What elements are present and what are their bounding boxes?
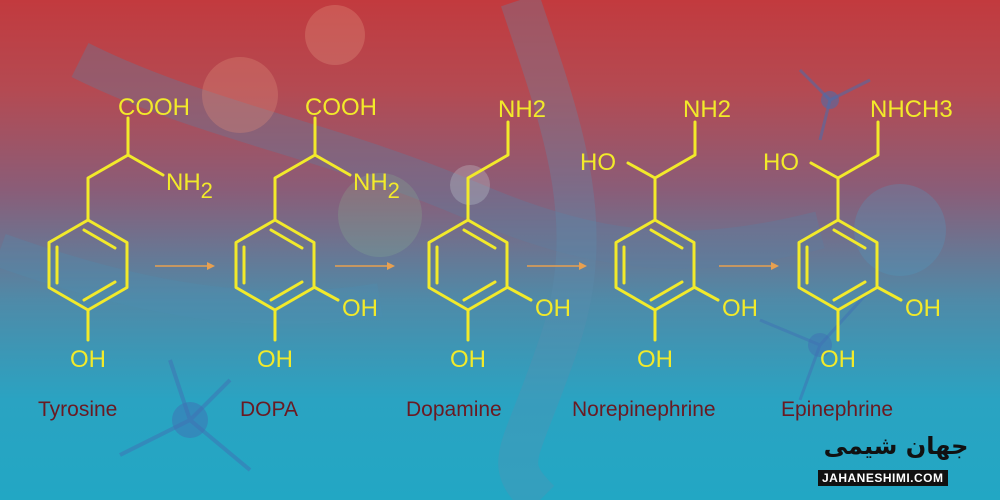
neuron-icon [119, 68, 872, 472]
reaction-arrow [335, 262, 395, 270]
logo-persian-text: جهان شیمی [823, 432, 969, 460]
tyrosine-oh-label: OH [70, 346, 106, 373]
norepinephrine-structure: NH2 HO OH OH [580, 96, 758, 373]
epinephrine-ho-label: HO [763, 149, 799, 176]
epinephrine-name: Epinephrine [781, 398, 894, 421]
dopa-name: DOPA [240, 398, 298, 421]
reaction-arrow [527, 262, 587, 270]
logo-latin-text: JAHANESHIMI.COM [818, 470, 948, 486]
tyrosine-structure: COOH NH2 OH [47, 94, 213, 373]
dopamine-oh-bottom-label: OH [450, 346, 486, 373]
dopa-oh-right-label: OH [342, 295, 378, 322]
tyrosine-name: Tyrosine [38, 398, 118, 421]
tyrosine-nh2-label: NH2 [166, 169, 213, 203]
epinephrine-oh-right-label: OH [905, 295, 941, 322]
dopa-structure: COOH NH2 OH OH [234, 94, 400, 373]
norepinephrine-oh-right-label: OH [722, 295, 758, 322]
norepinephrine-nh2-label: NH2 [683, 96, 731, 123]
reaction-arrow [719, 262, 779, 270]
dopa-nh2-label: NH2 [353, 169, 400, 203]
dopamine-nh2-label: NH2 [498, 96, 546, 123]
norepinephrine-oh-bottom-label: OH [637, 346, 673, 373]
epinephrine-nhch3-label: NHCH3 [870, 96, 953, 123]
reaction-arrow [155, 262, 215, 270]
epinephrine-structure: NHCH3 HO OH OH [763, 96, 953, 373]
dopamine-name: Dopamine [406, 398, 502, 421]
dopamine-structure: NH2 OH OH [427, 96, 571, 373]
norepinephrine-name: Norepinephrine [572, 398, 716, 421]
dopa-oh-bottom-label: OH [257, 346, 293, 373]
dopa-cooh-label: COOH [305, 94, 377, 121]
site-logo: جهان شیمی JAHANESHIMI.COM [812, 432, 980, 490]
tyrosine-cooh-label: COOH [118, 94, 190, 121]
norepinephrine-ho-label: HO [580, 149, 616, 176]
dopamine-oh-right-label: OH [535, 295, 571, 322]
epinephrine-oh-bottom-label: OH [820, 346, 856, 373]
